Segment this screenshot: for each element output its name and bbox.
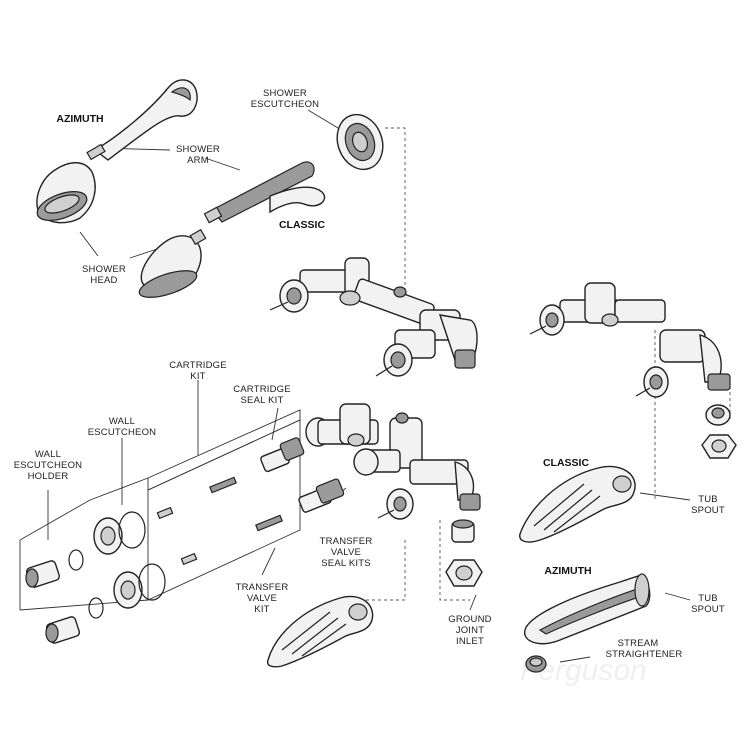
label-shower-arm-1: SHOWER [176, 144, 220, 155]
right-valve-body [559, 282, 731, 391]
upper-valve-handle-left [269, 279, 309, 313]
label-wall-holder-1: WALL [35, 449, 61, 460]
cartridge-stems [156, 437, 345, 566]
ground-joint-inlet [445, 519, 483, 587]
label-tub-spout-2b: SPOUT [691, 604, 725, 615]
label-transfer-seal-2: VALVE [331, 547, 361, 558]
right-ground-joint-parts [701, 404, 737, 459]
label-transfer-seal-1: TRANSFER [320, 536, 373, 547]
label-transfer-seal-3: SEAL KITS [321, 558, 371, 569]
label-stream-2: STRAIGHTENER [606, 649, 683, 660]
label-classic-right: CLASSIC [543, 457, 590, 469]
leader-lines [47, 109, 691, 663]
label-stream-1: STREAM [618, 638, 659, 649]
classic-shower-arm [203, 161, 326, 224]
label-cartridge-seal-2: SEAL KIT [241, 395, 284, 406]
label-azimuth-top: AZIMUTH [56, 113, 103, 125]
label-classic-top: CLASSIC [279, 219, 326, 231]
label-shower-arm-2: ARM [187, 155, 209, 166]
upper-valve-handle-right [375, 343, 413, 377]
right-valve-handle-left [529, 304, 565, 336]
label-tub-spout-1a: TUB [698, 494, 718, 505]
label-shower-head-1: SHOWER [82, 264, 126, 275]
label-ground-2: JOINT [456, 625, 484, 636]
label-ground-3: INLET [456, 636, 484, 647]
shower-escutcheon [336, 113, 384, 171]
labels: AZIMUTH SHOWER ESCUTCHEON SHOWER ARM CLA… [14, 88, 725, 660]
label-azimuth-right: AZIMUTH [544, 565, 591, 577]
right-valve-handle-right [635, 366, 669, 398]
label-wall-escutcheon-2: ESCUTCHEON [88, 427, 157, 438]
label-tub-spout-1b: SPOUT [691, 505, 725, 516]
label-cartridge-kit-2: KIT [190, 371, 205, 382]
azimuth-tub-spout [524, 573, 651, 645]
label-wall-holder-3: HOLDER [28, 471, 69, 482]
label-cartridge-kit-1: CARTRIDGE [169, 360, 227, 371]
lower-valve-body [305, 403, 481, 511]
label-ground-1: GROUND [448, 614, 491, 625]
classic-shower-head [138, 228, 207, 298]
label-transfer-kit-1: TRANSFER [236, 582, 289, 593]
watermark: Ferguson [520, 654, 647, 687]
wall-escutcheon-holders [25, 549, 104, 644]
azimuth-shower-arm [86, 79, 198, 161]
label-shower-escutcheon-1: SHOWER [263, 88, 307, 99]
stream-straightener [525, 655, 547, 673]
label-wall-escutcheon-1: WALL [109, 416, 135, 427]
classic-tub-spout-right [519, 465, 636, 543]
label-transfer-kit-3: KIT [254, 604, 269, 615]
label-wall-holder-2: ESCUTCHEON [14, 460, 83, 471]
label-transfer-kit-2: VALVE [247, 593, 277, 604]
azimuth-shower-head [36, 162, 96, 224]
upper-valve-body [299, 257, 478, 369]
label-shower-head-2: HEAD [90, 275, 117, 286]
lower-valve-handle [377, 488, 414, 520]
classic-tub-spout-left [266, 595, 374, 668]
label-shower-escutcheon-2: ESCUTCHEON [251, 99, 320, 110]
cartridge-kit-frame [19, 409, 301, 611]
wall-escutcheons [93, 511, 166, 609]
label-tub-spout-2a: TUB [698, 593, 718, 604]
label-cartridge-seal-1: CARTRIDGE [233, 384, 291, 395]
